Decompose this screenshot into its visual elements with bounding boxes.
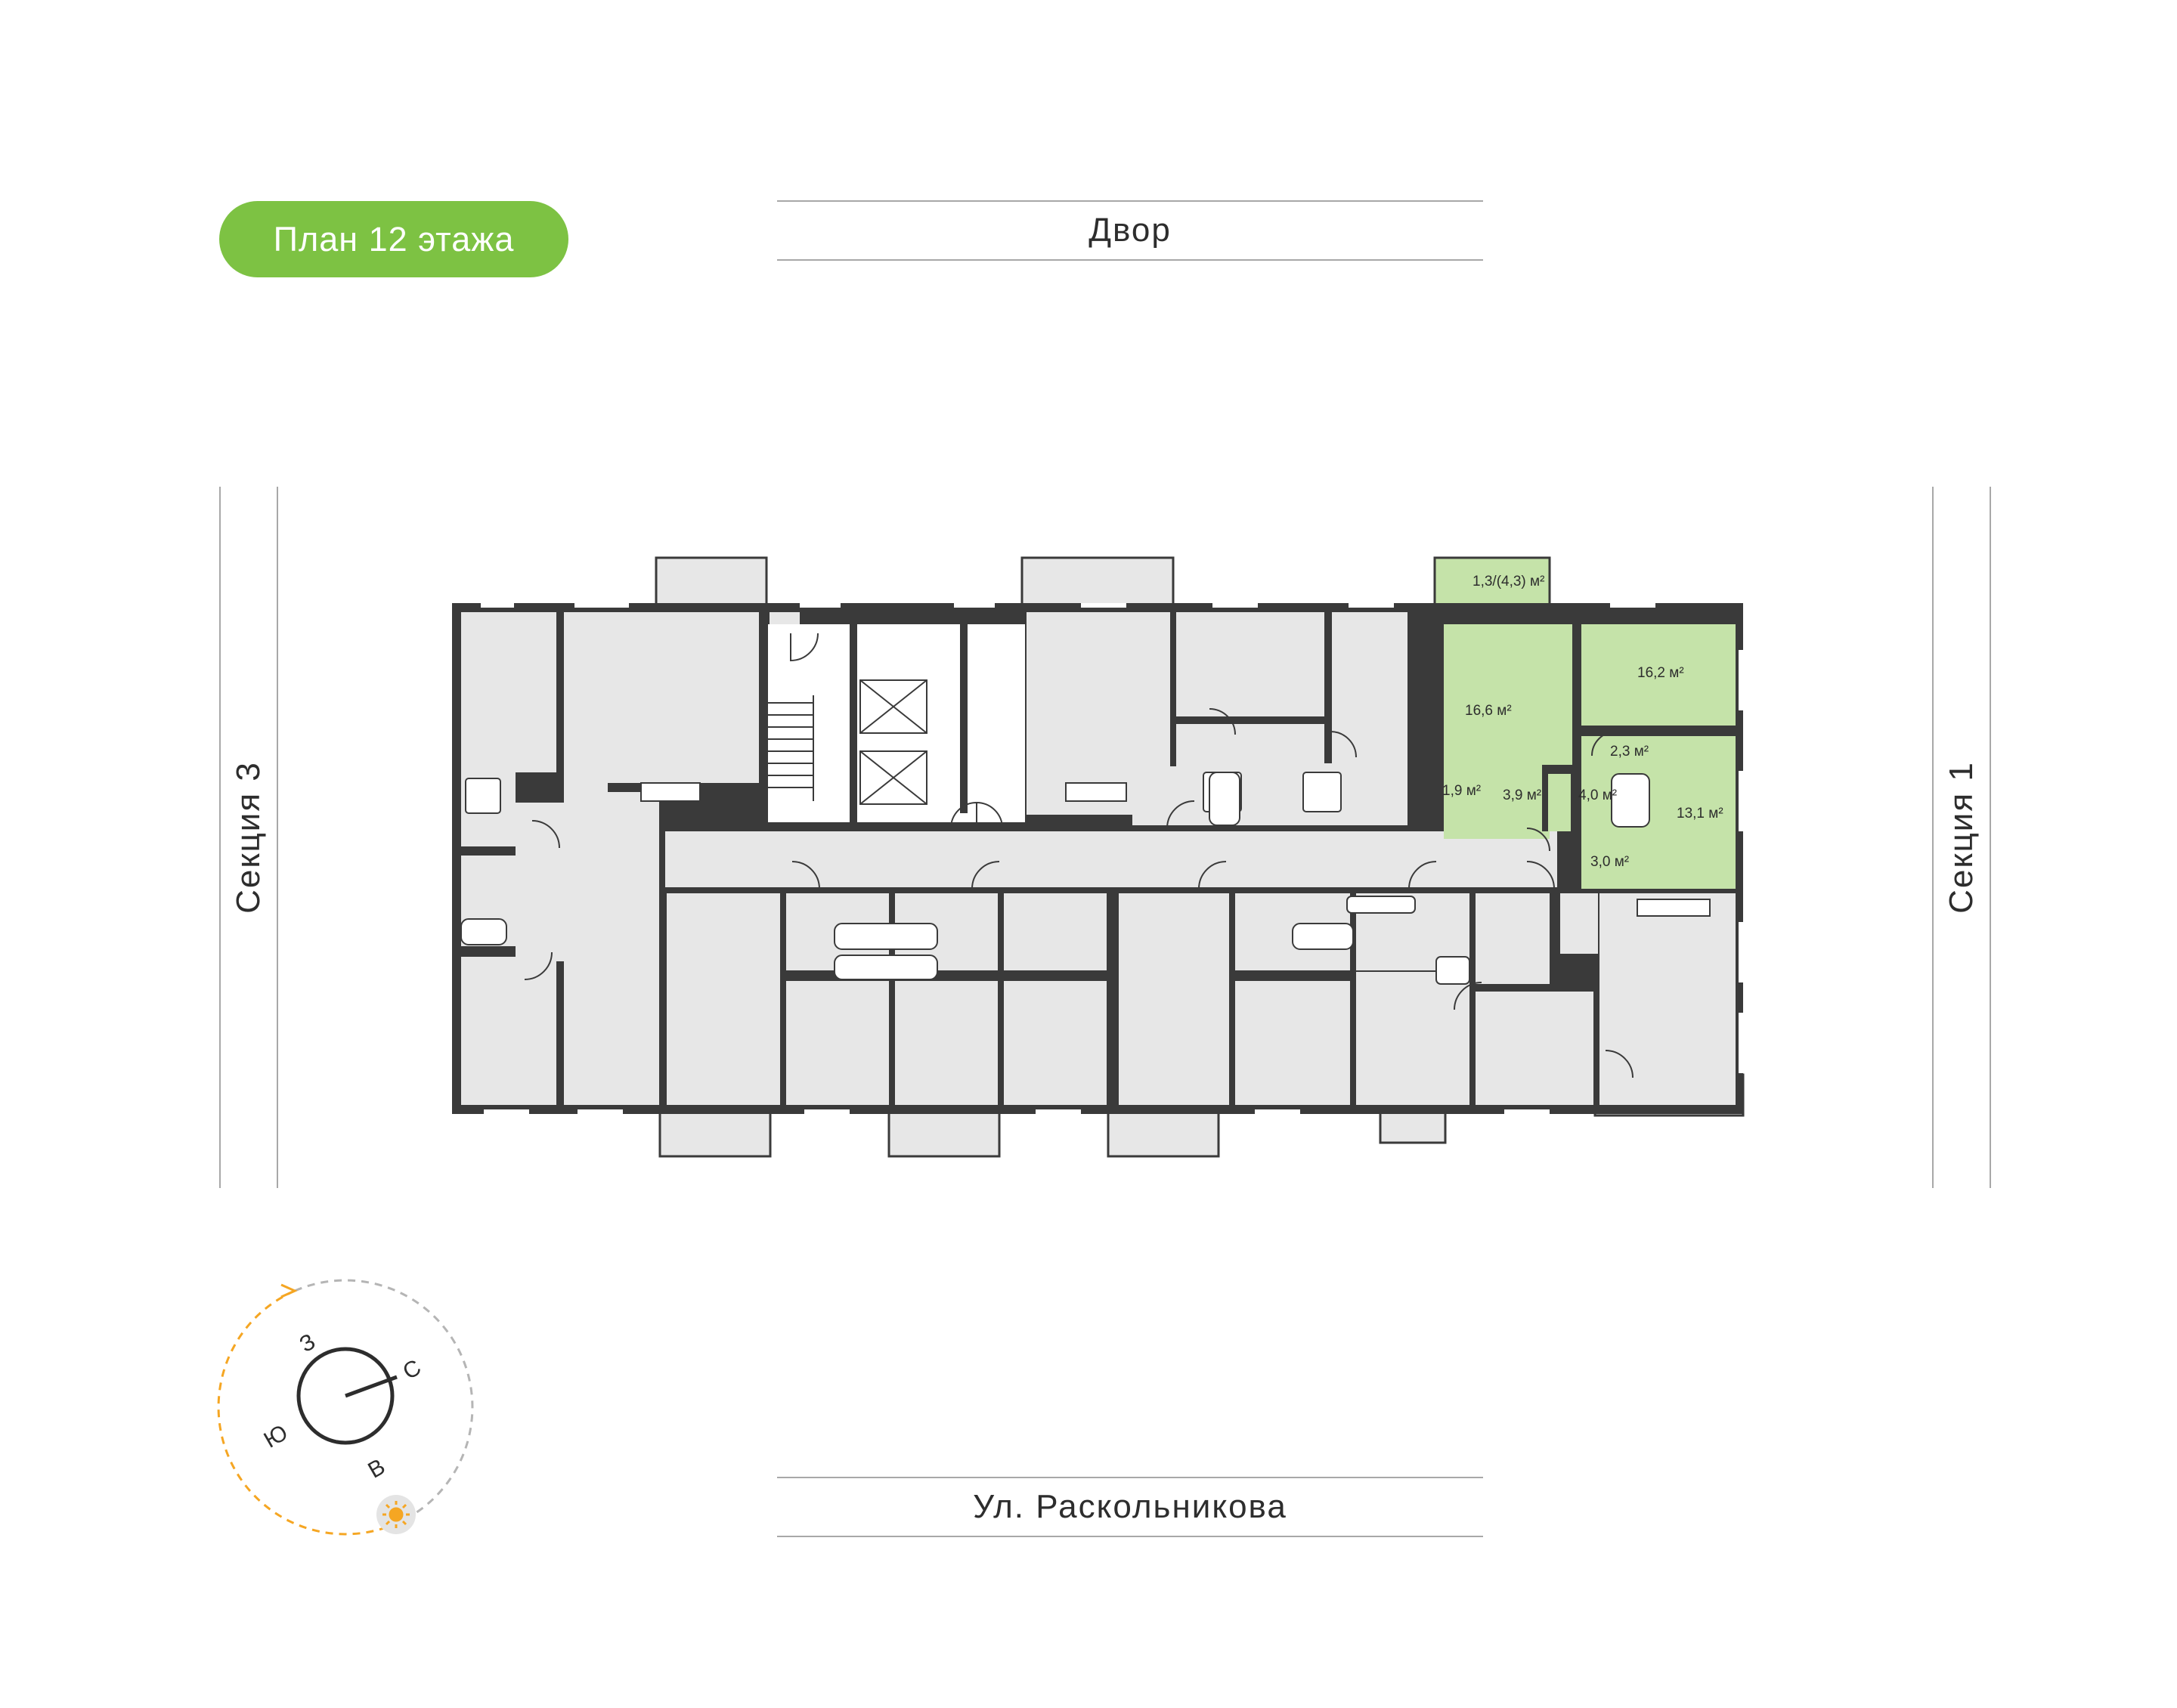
courtyard-label: Двор [777,200,1483,261]
street-label-text: Ул. Раскольникова [973,1488,1287,1525]
street-label: Ул. Раскольникова [777,1477,1483,1537]
balcony-highlighted [1433,556,1551,606]
apartment-highlighted [1444,624,1736,889]
doors [524,633,1634,1078]
room-area-c: 2,3 м² [1610,744,1649,760]
balconies-top [655,556,1175,606]
room-area-f: 4,0 м² [1578,787,1617,803]
section-1-label: Секция 1 [1932,487,1991,1188]
rooms [461,612,1736,1105]
compass: З С Ю В [217,1279,474,1536]
section-3-label: Секция 3 [219,487,278,1188]
compass-east: В [364,1454,389,1484]
floor-badge: План 12 этажа [219,201,568,277]
room-area-e: 3,9 м² [1503,787,1541,803]
apartment-walls [1542,617,1736,886]
compass-needle [345,1375,398,1398]
room-area-g: 13,1 м² [1677,806,1723,822]
balcony-area: 1,3/(4,3) м² [1472,574,1544,589]
fixtures [460,772,1711,985]
sun-path [217,1289,397,1536]
room-area-b: 16,6 м² [1465,703,1512,719]
courtyard-label-text: Двор [1088,212,1172,249]
room-area-d: 1,9 м² [1442,783,1481,799]
compass-north: С [398,1355,425,1385]
stairwell [768,624,1025,828]
compass-west: З [296,1329,320,1358]
sun-icon [382,1501,410,1528]
compass-south: Ю [260,1420,293,1453]
sun-path-arrow-icon [280,1283,298,1298]
room-area-h: 3,0 м² [1590,854,1629,870]
room-area-a: 16,2 м² [1637,665,1684,681]
windows [481,603,1743,1114]
